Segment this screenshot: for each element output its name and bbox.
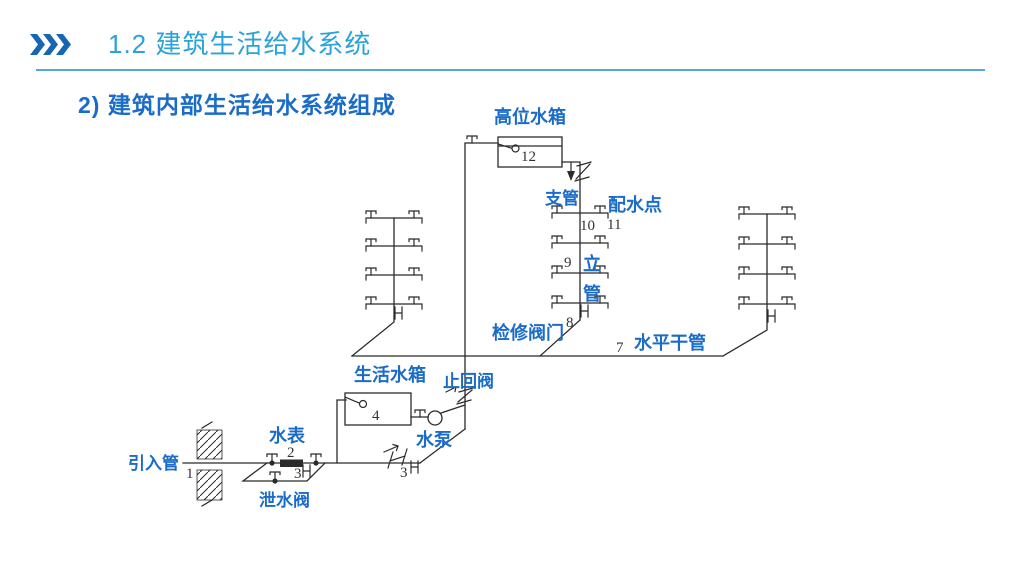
branch-valve-symbol — [574, 161, 592, 182]
page-title: 1.2 建筑生活给水系统 — [108, 29, 372, 59]
number-bypass-valve: 3 — [400, 465, 408, 481]
number-riser: 9 — [564, 255, 572, 271]
header-divider — [36, 69, 985, 71]
check-valve-symbol — [445, 386, 474, 405]
bypass-riser-diagonal — [419, 428, 466, 464]
water-meter-assembly — [241, 453, 326, 485]
number-water-meter: 2 — [287, 445, 295, 461]
water-pump — [410, 404, 466, 426]
meter-gate-valve-icon — [302, 464, 311, 478]
label-riser-char1: 立 — [583, 253, 601, 274]
label-distribution-point: 配水点 — [608, 194, 662, 215]
number-inlet-pipe: 1 — [186, 466, 194, 482]
number-meter-valve: 3 — [294, 466, 302, 482]
middle-riser — [539, 206, 608, 357]
number-distribution: 11 — [607, 217, 621, 233]
bypass-check-valve — [383, 443, 419, 474]
left-riser — [351, 211, 422, 357]
right-riser — [722, 207, 795, 357]
label-domestic-tank: 生活水箱 — [354, 364, 426, 385]
label-water-meter: 水表 — [269, 425, 306, 446]
label-branch-pipe: 支管 — [545, 188, 579, 208]
branch-flow-arrow — [567, 162, 575, 181]
meter-left-valve-icon — [266, 453, 278, 467]
label-inlet-pipe: 引入管 — [128, 453, 179, 473]
pump-discharge-pipe — [464, 142, 499, 430]
tank-outlet-riser — [561, 161, 581, 321]
label-riser-char2: 管 — [583, 283, 601, 304]
label-inspection-valve: 检修阀门 — [492, 322, 564, 343]
label-horizontal-main: 水平干管 — [634, 332, 706, 353]
label-check-valve: 止回阀 — [443, 371, 494, 391]
section-subtitle: 2) 建筑内部生活给水系统组成 — [78, 92, 396, 118]
water-meter-icon — [280, 459, 303, 467]
drain-valve-icon — [269, 471, 281, 485]
discharge-bend-tap-icon — [466, 135, 478, 144]
number-horizontal-main: 7 — [616, 340, 624, 356]
domestic-water-tank — [344, 392, 412, 426]
number-high-tank: 12 — [521, 149, 536, 165]
label-water-pump: 水泵 — [416, 429, 452, 450]
high-level-tank — [497, 136, 563, 168]
label-high-tank: 高位水箱 — [494, 106, 566, 127]
label-drain-valve: 泄水阀 — [259, 490, 310, 510]
number-domestic-tank: 4 — [372, 408, 380, 424]
triple-chevron-icon — [30, 34, 71, 55]
meter-right-valve-icon — [310, 453, 322, 467]
number-inspection-valve: 8 — [566, 315, 574, 331]
building-wall-hatch — [196, 421, 223, 507]
number-branch: 10 — [580, 218, 595, 234]
tank-feed-pipe — [336, 399, 347, 464]
